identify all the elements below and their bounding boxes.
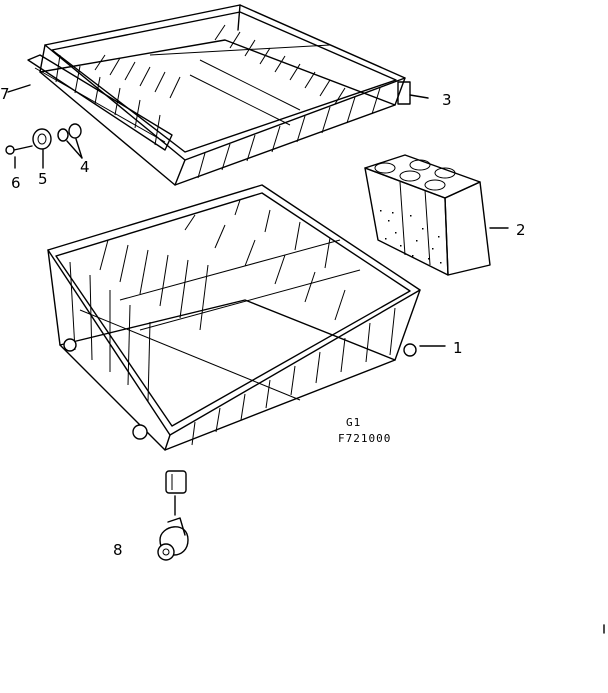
callout-7: 7	[0, 85, 10, 103]
small-parts	[5, 84, 83, 169]
callout-1: 1	[453, 339, 463, 357]
callout-4: 4	[80, 158, 90, 176]
callout-3: 3	[442, 91, 452, 109]
callout-5: 5	[38, 170, 48, 188]
lower-rack	[47, 184, 446, 451]
callout-6: 6	[11, 174, 21, 192]
figure-code-line1: G1	[346, 416, 361, 429]
figure-code-line2: F721000	[338, 432, 391, 445]
silverware-basket	[364, 154, 509, 276]
roller-clip	[157, 470, 189, 561]
callout-8: 8	[113, 541, 123, 559]
callout-2: 2	[516, 221, 526, 239]
upper-rack	[27, 4, 429, 186]
callout-labels: 1 2 3 4 5 6 7 8 G1 F721000	[0, 85, 526, 559]
